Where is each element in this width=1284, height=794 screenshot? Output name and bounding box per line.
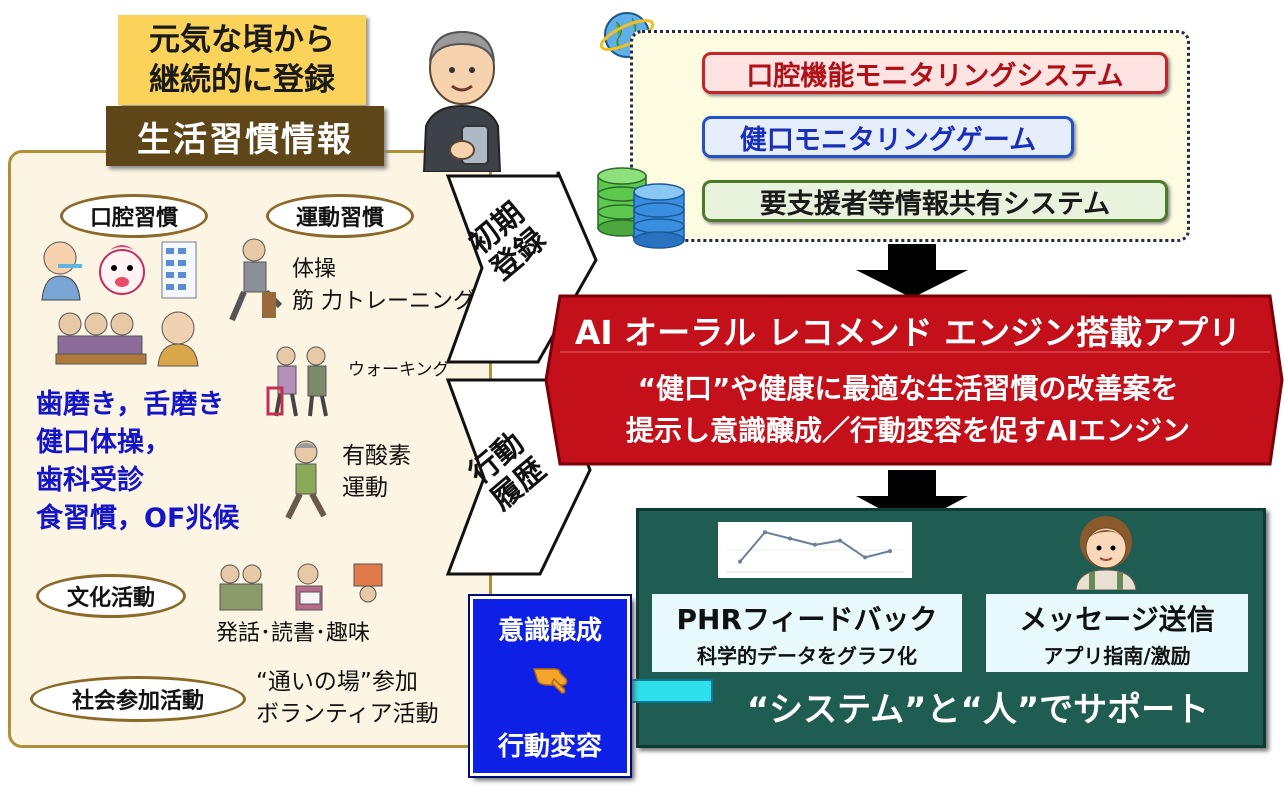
elderly-man-phone-icon bbox=[422, 30, 502, 172]
awareness-label: 意識醸成 bbox=[497, 616, 602, 646]
message-send-box: メッセージ送信 アプリ指南/激励 bbox=[986, 594, 1248, 672]
culture-activity-illustrations-icon bbox=[219, 563, 383, 611]
caregiver-woman-icon bbox=[1075, 516, 1137, 590]
chart-point-4 bbox=[838, 538, 842, 543]
phr-feedback-subtitle: 科学的データをグラフ化 bbox=[697, 644, 917, 668]
chart-point-1 bbox=[763, 530, 767, 535]
oral-care-illustrations-icon bbox=[41, 241, 197, 301]
down-arrow-1 bbox=[856, 244, 968, 298]
phr-line-chart bbox=[718, 522, 912, 578]
chart-point-0 bbox=[738, 559, 742, 564]
message-send-subtitle: アプリ指南/激励 bbox=[1043, 644, 1191, 668]
walking-couple-icon bbox=[266, 346, 328, 417]
culture-activities-label: 文化活動 bbox=[36, 574, 186, 618]
chart-point-5 bbox=[863, 555, 867, 560]
culture-activity-items: 発話･読書･趣味 bbox=[216, 621, 371, 646]
oral-habit-items: 歯磨き，舌磨き 健口体操， 歯科受診 食習慣，OF兆候 bbox=[36, 389, 240, 534]
social-participation-items: “通いの場”参加 ボランティア活動 bbox=[256, 669, 439, 727]
behavior-change-label: 行動変容 bbox=[497, 732, 602, 762]
flow-arrows bbox=[445, 171, 598, 576]
group-exercise-illustrations-icon bbox=[55, 311, 199, 367]
ai-engine-title: AI オーラル レコメンド エンジン搭載アプリ bbox=[574, 313, 1242, 352]
ai-engine-banner bbox=[544, 294, 1284, 466]
phr-feedback-title: PHRフィードバック bbox=[676, 603, 938, 636]
aerobic-label: 有酸素 運動 bbox=[342, 443, 411, 501]
chart-gridlines bbox=[726, 549, 904, 573]
chart-point-2 bbox=[788, 536, 792, 541]
database-icon bbox=[597, 167, 685, 249]
chart-point-6 bbox=[888, 549, 892, 554]
chart-point-3 bbox=[813, 542, 817, 547]
oral-habits-label: 口腔習慣 bbox=[60, 194, 208, 238]
ai-engine-description: “健口”や健康に最適な生活習慣の改善案を 提示し意識醸成／行動変容を促すAIエン… bbox=[625, 372, 1191, 447]
gymnastics-icon bbox=[229, 238, 283, 322]
walking-label: ウォーキング bbox=[348, 360, 450, 380]
jogging-icon bbox=[285, 440, 327, 520]
oral-function-monitoring-system: 口腔機能モニタリングシステム bbox=[702, 52, 1168, 94]
exercise-items: 体操 筋 力トレーニング bbox=[292, 257, 475, 314]
care-info-sharing-system: 要支援者等情報共有システム bbox=[702, 180, 1168, 222]
pointing-hand-icon bbox=[532, 668, 568, 694]
down-arrow-2 bbox=[856, 470, 968, 526]
exercise-habits-label: 運動習慣 bbox=[266, 194, 414, 238]
social-participation-label: 社会参加活動 bbox=[30, 676, 246, 722]
message-send-title: メッセージ送信 bbox=[1019, 603, 1215, 636]
register-note: 元気な頃から 継続的に登録 bbox=[118, 15, 366, 105]
phr-feedback-box: PHRフィードバック 科学的データをグラフ化 bbox=[652, 594, 962, 672]
behavior-change-box bbox=[468, 594, 632, 778]
support-slogan: “システム”と“人”でサポート bbox=[746, 690, 1210, 730]
oral-monitoring-game: 健口モニタリングゲーム bbox=[702, 116, 1074, 158]
lifestyle-info-title: 生活習慣情報 bbox=[106, 106, 384, 166]
